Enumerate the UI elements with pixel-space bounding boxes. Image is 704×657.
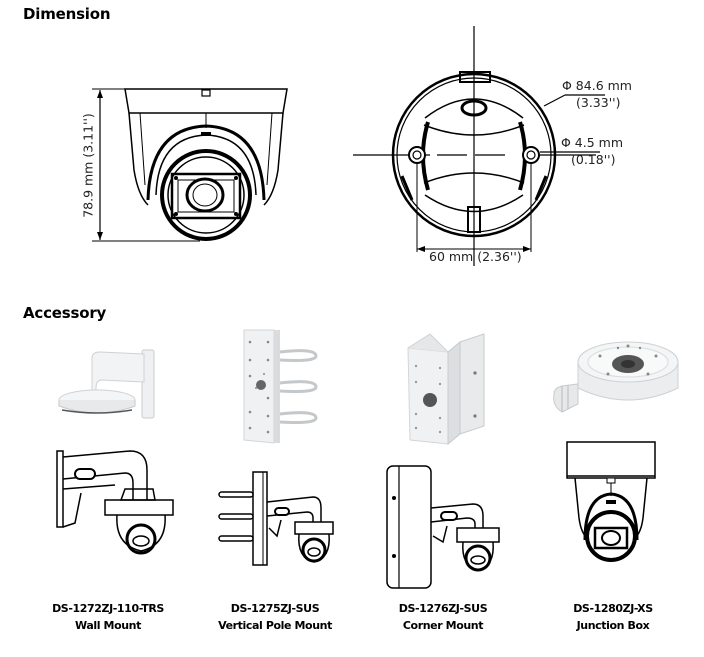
vertical-pole-mount-photo	[243, 329, 318, 444]
vertical-pole-mount-drawing	[218, 471, 334, 566]
accessory-4-name: Junction Box	[576, 619, 650, 632]
accessory-2-name: Vertical Pole Mount	[218, 619, 332, 632]
accessory-3-model: DS-1276ZJ-SUS	[398, 602, 488, 615]
accessory-1-name: Wall Mount	[75, 619, 141, 632]
accessory-1-caption: DS-1272ZJ-110-TRS Wall Mount	[28, 600, 188, 634]
corner-mount-photo	[407, 333, 485, 446]
wall-mount-photo	[58, 349, 155, 419]
wall-mount-drawing	[56, 450, 174, 555]
outer-diameter-label: Φ 84.6 mm	[562, 78, 632, 93]
dimension-heading: Dimension	[23, 5, 111, 23]
accessory-2-model: DS-1275ZJ-SUS	[230, 602, 320, 615]
accessory-3-name: Corner Mount	[402, 619, 484, 632]
camera-side-view-drawing	[92, 88, 288, 242]
hole-spacing-label: 60 mm (2.36'')	[429, 249, 522, 264]
accessory-4-caption: DS-1280ZJ-XS Junction Box	[533, 600, 693, 634]
hole-diameter-label: Φ 4.5 mm	[561, 135, 624, 150]
accessory-heading: Accessory	[23, 304, 107, 322]
junction-box-photo	[553, 341, 679, 413]
junction-box-drawing	[566, 441, 656, 562]
accessory-1-model: DS-1272ZJ-110-TRS	[52, 602, 164, 615]
accessory-2-caption: DS-1275ZJ-SUS Vertical Pole Mount	[195, 600, 355, 634]
outer-diameter-inch-label: (3.33'')	[576, 95, 621, 110]
hole-diameter-inch-label: (0.18'')	[571, 152, 616, 167]
accessory-3-caption: DS-1276ZJ-SUS Corner Mount	[363, 600, 523, 634]
accessory-4-model: DS-1280ZJ-XS	[573, 602, 653, 615]
corner-mount-drawing	[386, 465, 500, 589]
camera-base-top-view-drawing	[353, 26, 605, 266]
